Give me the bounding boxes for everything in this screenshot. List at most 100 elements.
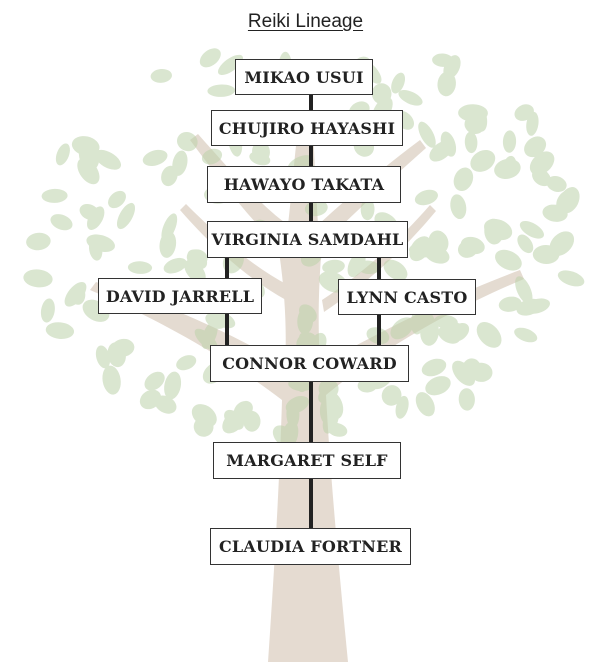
leaf-shape — [452, 360, 476, 386]
leaf-shape — [514, 104, 534, 121]
leaf-shape — [398, 90, 423, 106]
leaf-shape — [23, 269, 53, 288]
leaf-shape — [457, 239, 478, 258]
leaf-shape — [40, 298, 55, 323]
leaf-shape — [450, 194, 467, 220]
leaf-shape — [484, 218, 513, 241]
leaf-shape — [414, 189, 438, 206]
leaf-shape — [429, 140, 453, 162]
leaf-shape — [26, 232, 51, 251]
leaf-shape — [421, 358, 447, 377]
leaf-shape — [524, 136, 547, 158]
node-david-jarrell: DAVID JARRELL — [98, 278, 262, 314]
leaf-shape — [161, 165, 178, 187]
leaf-shape — [55, 143, 70, 166]
leaf-shape — [433, 314, 458, 329]
node-margaret-self: MARGARET SELF — [213, 442, 401, 479]
leaf-shape — [164, 371, 182, 400]
leaf-shape — [357, 260, 380, 275]
leaf-shape — [495, 249, 522, 271]
leaf-shape — [50, 214, 73, 231]
leaf-shape — [458, 388, 475, 411]
node-virginia-samdahl: VIRGINIA SAMDAHL — [207, 221, 408, 258]
leaf-shape — [360, 198, 375, 221]
leaf-shape — [150, 68, 172, 83]
leaf-shape — [144, 371, 165, 391]
leaf-shape — [45, 322, 75, 339]
leaf-shape — [297, 307, 314, 335]
leaf-shape — [318, 378, 339, 399]
leaf-shape — [502, 130, 517, 153]
node-label: MARGARET SELF — [226, 451, 388, 470]
leaf-shape — [425, 376, 451, 396]
leaf-shape — [391, 72, 406, 94]
leaf-shape — [476, 321, 502, 348]
leaf-shape — [438, 326, 461, 344]
leaf-shape — [201, 321, 218, 349]
leaf-shape — [102, 365, 121, 395]
leaf-shape — [453, 167, 474, 192]
leaf-shape — [159, 231, 177, 258]
leaf-shape — [191, 404, 217, 428]
leaf-shape — [503, 155, 517, 176]
leaf-shape — [470, 149, 496, 172]
leaf-shape — [272, 425, 296, 448]
node-label: CHUJIRO HAYASHI — [218, 118, 396, 138]
leaf-shape — [381, 385, 402, 406]
leaf-shape — [498, 296, 522, 312]
leaf-shape — [322, 259, 345, 274]
leaf-shape — [458, 104, 488, 122]
leaf-shape — [108, 190, 126, 209]
leaf-shape — [71, 136, 100, 156]
leaf-shape — [286, 400, 300, 428]
leaf-shape — [437, 71, 456, 97]
leaf-shape — [428, 230, 449, 254]
leaf-shape — [514, 327, 538, 343]
leaf-shape — [383, 259, 408, 281]
leaf-shape — [432, 53, 454, 67]
leaf-shape — [201, 148, 223, 165]
node-label: HAWAYO TAKATA — [223, 175, 385, 194]
leaf-shape — [390, 317, 414, 340]
leaf-shape — [418, 121, 436, 148]
leaf-shape — [95, 345, 111, 369]
leaf-shape — [86, 234, 116, 252]
node-claudia-fortner: CLAUDIA FORTNER — [210, 528, 411, 565]
leaf-shape — [70, 284, 86, 305]
leaf-shape — [163, 257, 187, 274]
leaf-shape — [139, 389, 162, 410]
node-label: LYNN CASTO — [346, 287, 468, 307]
leaf-shape — [94, 149, 122, 170]
leaf-shape — [199, 48, 221, 68]
leaf-shape — [205, 312, 226, 329]
leaf-shape — [464, 131, 478, 154]
page-title: Reiki Lineage — [247, 11, 364, 32]
node-hawayo-takata: HAWAYO TAKATA — [207, 166, 401, 203]
leaf-shape — [415, 392, 435, 417]
node-label: VIRGINIA SAMDAHL — [211, 230, 404, 249]
leaf-shape — [233, 400, 253, 420]
node-label: DAVID JARRELL — [105, 286, 255, 306]
node-label: MIKAO USUI — [244, 67, 364, 87]
leaf-shape — [116, 202, 136, 230]
leaf-shape — [409, 236, 432, 262]
leaf-shape — [519, 220, 544, 239]
node-connor-coward: CONNOR COWARD — [210, 345, 409, 382]
node-label: CONNOR COWARD — [222, 354, 397, 373]
leaf-shape — [517, 234, 534, 254]
leaf-shape — [142, 149, 168, 166]
node-label: CLAUDIA FORTNER — [218, 537, 403, 556]
leaf-shape — [249, 151, 271, 166]
leaf-shape — [529, 151, 555, 175]
leaf-shape — [515, 276, 533, 304]
leaf-shape — [371, 83, 392, 105]
leaf-shape — [41, 188, 68, 203]
leaf-shape — [107, 342, 126, 368]
leaf-shape — [127, 261, 153, 274]
leaf-shape — [556, 190, 573, 211]
leaf-shape — [557, 270, 585, 287]
node-chujiro-hayashi: CHUJIRO HAYASHI — [211, 110, 403, 146]
leaf-shape — [176, 355, 197, 371]
